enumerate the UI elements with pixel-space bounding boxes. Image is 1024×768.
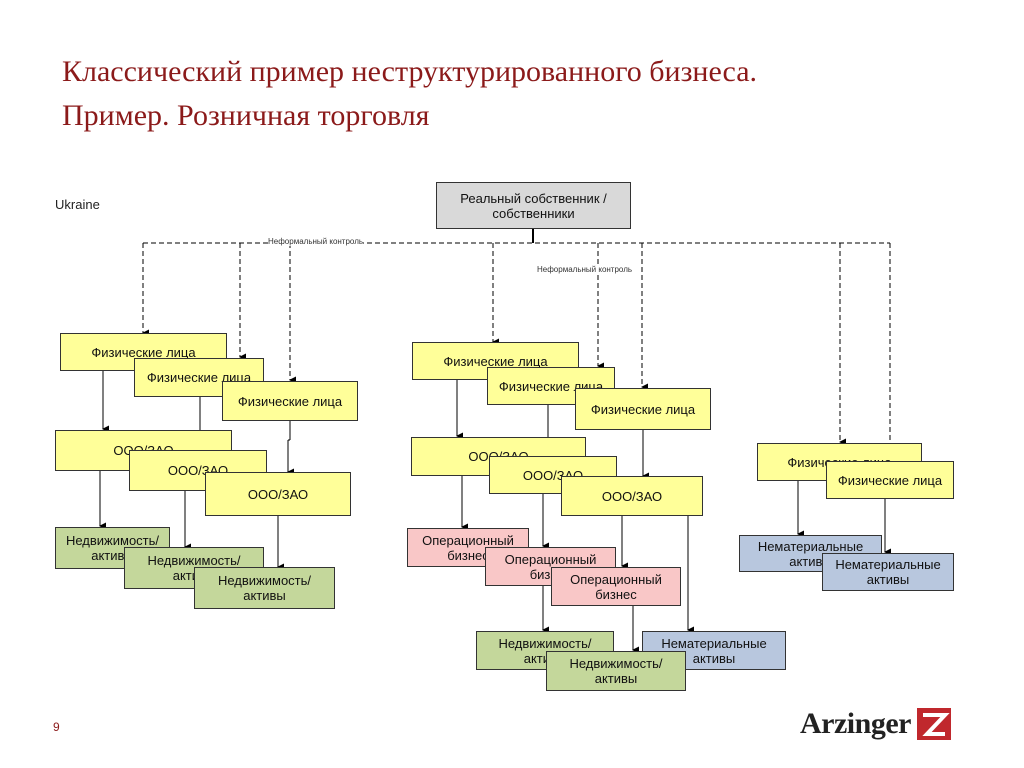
llc-box: ООО/ЗАО	[205, 472, 351, 516]
individuals-box: Физические лица	[222, 381, 358, 421]
llc-box: ООО/ЗАО	[561, 476, 703, 516]
informal-control-label-left: Неформальный контроль	[268, 237, 364, 246]
logo-mark-icon	[916, 708, 951, 740]
individuals-box: Физические лица	[826, 461, 954, 499]
slide-title: Классический пример неструктурированного…	[62, 50, 962, 138]
realestate-box: Недвижимость/ активы	[546, 651, 686, 691]
company-logo: Arzinger	[800, 707, 951, 741]
page-number: 9	[53, 720, 60, 734]
title-line-2: Пример. Розничная торговля	[62, 99, 430, 132]
owner-box: Реальный собственник /собственники	[436, 182, 631, 229]
realestate-box: Недвижимость/ активы	[194, 567, 335, 609]
opbusiness-box: Операционный бизнес	[551, 567, 681, 606]
title-line-1: Классический пример неструктурированного…	[62, 55, 758, 88]
informal-control-label-right: Неформальный контроль	[537, 265, 633, 274]
individuals-box: Физические лица	[575, 388, 711, 430]
logo-text: Arzinger	[800, 707, 911, 740]
country-label: Ukraine	[55, 197, 100, 212]
intangible-box: Нематериальные активы	[822, 553, 954, 591]
